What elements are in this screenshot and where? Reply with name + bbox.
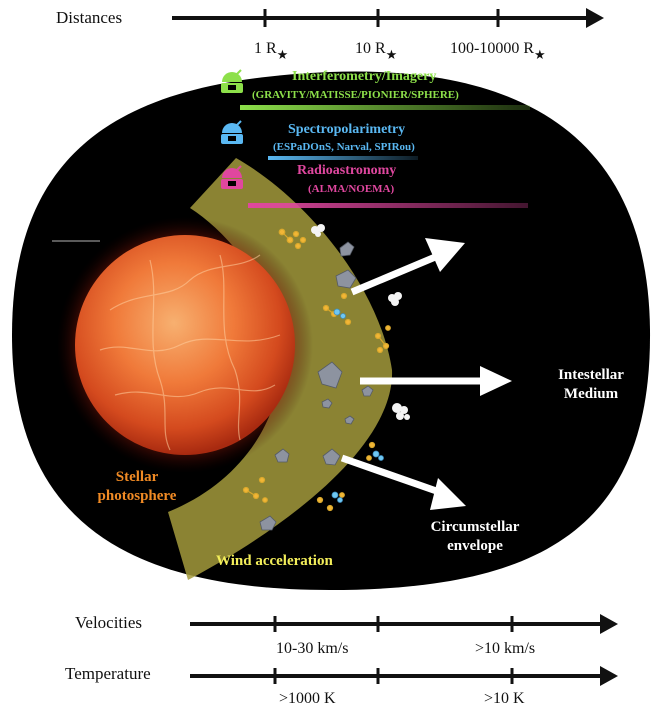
- envelope-label: Circumstellar envelope: [420, 518, 530, 556]
- stellar-photosphere-disk: [75, 235, 295, 455]
- technique-title-radioastronomy: Radioastronomy: [297, 163, 397, 178]
- telescope-dome-icon: [221, 69, 243, 93]
- distances-axis-title: Distances: [56, 8, 123, 27]
- distance-tick-label-2: 10 R★: [355, 40, 397, 62]
- telescope-dome-icon: [221, 120, 243, 144]
- wind-acceleration-band: [168, 158, 393, 580]
- technique-title-spectropolarimetry: Spectropolarimetry: [288, 122, 406, 137]
- temperature-axis: [190, 666, 618, 686]
- envelope-label-line1: Circumstellar: [430, 519, 520, 535]
- technique-instruments-radioastronomy: (ALMA/NOEMA): [308, 183, 395, 195]
- distance-tick-label-1: 1 R★: [254, 40, 288, 62]
- distance-tick-label-3: 100-10000 R★: [450, 40, 546, 62]
- outflow-arrows: [340, 238, 512, 510]
- ism-label-line2: Medium: [563, 386, 619, 402]
- outflow-arrow-upper: [350, 251, 442, 296]
- photosphere-texture: [99, 254, 281, 451]
- velocity-tick-label-1: 10-30 km/s: [276, 640, 349, 657]
- temperature-axis-title: Temperature: [65, 664, 151, 683]
- ism-label-line1: Intestellar: [558, 367, 624, 383]
- technique-bars: [240, 105, 530, 208]
- interstellar-medium-label: Intestellar Medium: [548, 366, 634, 404]
- dust-grains: [259, 241, 374, 531]
- wind-acceleration-label: Wind acceleration: [216, 553, 333, 569]
- white-dust-clumps: [311, 224, 410, 420]
- velocities-axis: [190, 614, 618, 634]
- star-subscript-icon: ★: [385, 47, 398, 62]
- photosphere-label: Stellar photosphere: [97, 468, 177, 506]
- velocity-tick-label-2: >10 km/s: [475, 640, 536, 657]
- distances-axis: [172, 8, 604, 28]
- distance-tick-text-3: 100-10000 R: [450, 40, 534, 57]
- outflow-arrow-middle-head: [480, 366, 512, 396]
- technique-instruments-interferometry: (GRAVITY/MATISSE/PIONIER/SPHERE): [252, 89, 459, 101]
- outflow-arrow-lower-head: [430, 478, 466, 510]
- telescope-dome-icon: [221, 165, 243, 189]
- distance-tick-text-1: 1 R: [254, 40, 277, 57]
- photosphere-label-line1: Stellar: [115, 469, 159, 485]
- velocities-axis-title: Velocities: [75, 613, 143, 632]
- distance-tick-text-2: 10 R: [355, 40, 386, 57]
- technique-instruments-spectropolarimetry: (ESPaDOnS, Narval, SPIRou): [273, 141, 415, 153]
- outflow-arrow-upper-head: [425, 238, 465, 272]
- star-subscript-icon: ★: [534, 47, 546, 62]
- technique-title-interferometry: Interferometry/Imagery: [292, 69, 437, 84]
- envelope-label-line2: envelope: [447, 538, 503, 554]
- blue-molecules: [331, 308, 384, 503]
- molecules: [242, 228, 391, 512]
- photosphere-label-line2: photosphere: [97, 488, 177, 504]
- outflow-arrow-lower: [340, 454, 447, 498]
- temperature-tick-label-1: >1000 K: [279, 690, 336, 707]
- temperature-tick-label-2: >10 K: [484, 690, 525, 707]
- star-subscript-icon: ★: [276, 47, 289, 62]
